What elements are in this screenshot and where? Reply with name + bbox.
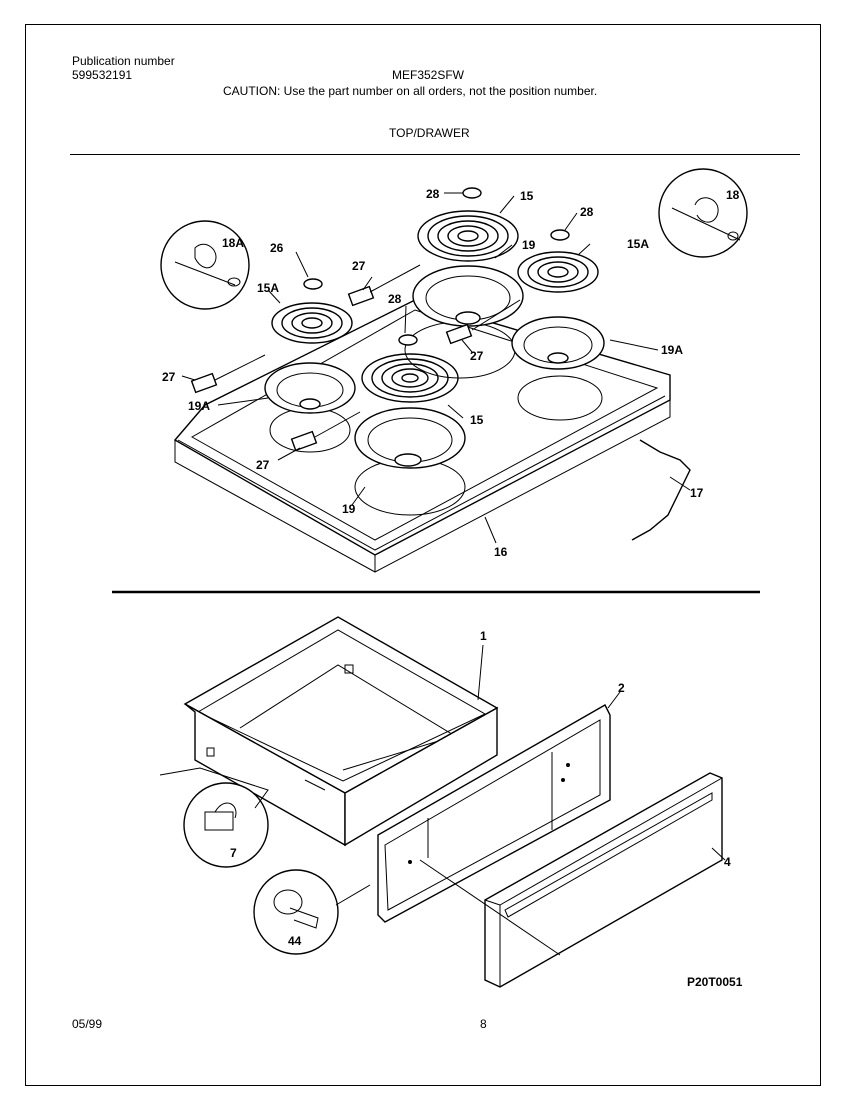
drawing-code: P20T0051 bbox=[687, 975, 743, 989]
publication-number: 599532191 bbox=[72, 68, 133, 82]
surface-elements bbox=[271, 210, 599, 403]
callout-28: 28 bbox=[426, 187, 440, 201]
drip-bowl-back-large bbox=[412, 265, 524, 327]
callout-15: 15 bbox=[520, 189, 534, 203]
detail-circles-top bbox=[160, 168, 748, 310]
drip-bowl-right-small bbox=[511, 316, 605, 370]
callout-27: 27 bbox=[470, 349, 484, 363]
callout-18: 18 bbox=[726, 188, 740, 202]
drip-bowls bbox=[264, 265, 605, 469]
page-number: 8 bbox=[480, 1017, 487, 1031]
callout-2: 2 bbox=[618, 681, 625, 695]
drawer-front bbox=[484, 772, 723, 988]
callout-7: 7 bbox=[230, 846, 237, 860]
callout-15a: 15A bbox=[257, 281, 279, 295]
page-frame bbox=[25, 24, 821, 1086]
callout-16: 16 bbox=[494, 545, 508, 559]
leader-lines-bottom bbox=[419, 644, 726, 956]
callout-19a: 19A bbox=[188, 399, 210, 413]
callout-15: 15 bbox=[470, 413, 484, 427]
publication-label: Publication number bbox=[72, 54, 175, 68]
callout-27: 27 bbox=[162, 370, 176, 384]
callout-15a: 15A bbox=[627, 237, 649, 251]
leader-lines-top bbox=[181, 192, 691, 544]
callout-27: 27 bbox=[256, 458, 270, 472]
callout-4: 4 bbox=[724, 855, 731, 869]
callout-19: 19 bbox=[342, 502, 356, 516]
coil-element-back-large bbox=[417, 210, 519, 262]
coil-element-left-small bbox=[271, 302, 353, 344]
callout-26: 26 bbox=[270, 241, 284, 255]
callout-44: 44 bbox=[288, 934, 302, 948]
callout-19a: 19A bbox=[661, 343, 683, 357]
revision-date: 05/99 bbox=[72, 1017, 103, 1031]
coil-element-right-small bbox=[517, 251, 599, 293]
drip-bowl-front-large bbox=[354, 407, 466, 469]
detail-circles-bottom bbox=[159, 767, 371, 955]
section-title: TOP/DRAWER bbox=[389, 126, 470, 140]
callout-28: 28 bbox=[388, 292, 402, 306]
callout-27: 27 bbox=[352, 259, 366, 273]
receptacle-blocks bbox=[190, 264, 521, 452]
callout-1: 1 bbox=[480, 629, 487, 643]
callout-18a: 18A bbox=[222, 236, 244, 250]
caution-note: CAUTION: Use the part number on all orde… bbox=[223, 84, 598, 98]
callout-28: 28 bbox=[580, 205, 594, 219]
drawer-body bbox=[183, 616, 499, 847]
drawer-panel bbox=[377, 704, 611, 923]
drip-bowl-left-small bbox=[264, 362, 356, 414]
wire-rod bbox=[631, 439, 691, 541]
model-number: MEF352SFW bbox=[392, 68, 465, 82]
header-divider bbox=[70, 154, 800, 155]
callout-19: 19 bbox=[522, 238, 536, 252]
callout-17: 17 bbox=[690, 486, 704, 500]
coil-element-front-large bbox=[361, 353, 459, 403]
